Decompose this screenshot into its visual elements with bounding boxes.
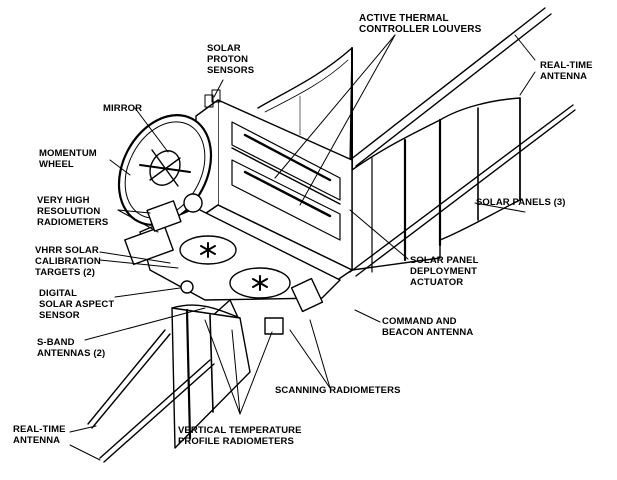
label-vertical-temperature-profile-radiometers: VERTICAL TEMPERATURE PROFILE RADIOMETERS bbox=[178, 425, 302, 447]
label-digital-solar-aspect-sensor: DIGITAL SOLAR ASPECT SENSOR bbox=[39, 288, 115, 321]
upper-solar-panel bbox=[257, 47, 353, 171]
instrument-platform bbox=[124, 193, 341, 335]
label-mirror: MIRROR bbox=[103, 103, 143, 114]
label-vhrr-solar-calibration-targets: VHRR SOLAR CALIBRATION TARGETS (2) bbox=[35, 245, 101, 278]
label-solar-proton-sensors: SOLAR PROTON SENSORS bbox=[207, 43, 255, 76]
realtime-antenna-bottom-boom bbox=[87, 329, 215, 463]
label-active-thermal-controller-louvers: ACTIVE THERMAL CONTROLLER LOUVERS bbox=[359, 13, 482, 35]
label-realtime-antenna-bottom: REAL-TIME ANTENNA bbox=[13, 424, 66, 446]
lower-solar-panel bbox=[171, 304, 251, 449]
label-very-high-resolution-radiometers: VERY HIGH RESOLUTION RADIOMETERS bbox=[37, 195, 109, 228]
label-solar-panel-deployment-actuator: SOLAR PANEL DEPLOYMENT ACTUATOR bbox=[410, 255, 479, 288]
label-s-band-antennas: S-BAND ANTENNAS (2) bbox=[37, 337, 106, 359]
label-command-and-beacon-antenna: COMMAND AND BEACON ANTENNA bbox=[382, 316, 474, 338]
label-momentum-wheel: MOMENTUM WHEEL bbox=[39, 148, 97, 170]
right-solar-panels bbox=[351, 97, 521, 273]
label-realtime-antenna-top: REAL-TIME ANTENNA bbox=[540, 60, 593, 82]
leader-lines bbox=[69, 34, 536, 461]
label-scanning-radiometers: SCANNING RADIOMETERS bbox=[275, 385, 401, 396]
label-solar-panels: SOLAR PANELS (3) bbox=[476, 197, 566, 208]
